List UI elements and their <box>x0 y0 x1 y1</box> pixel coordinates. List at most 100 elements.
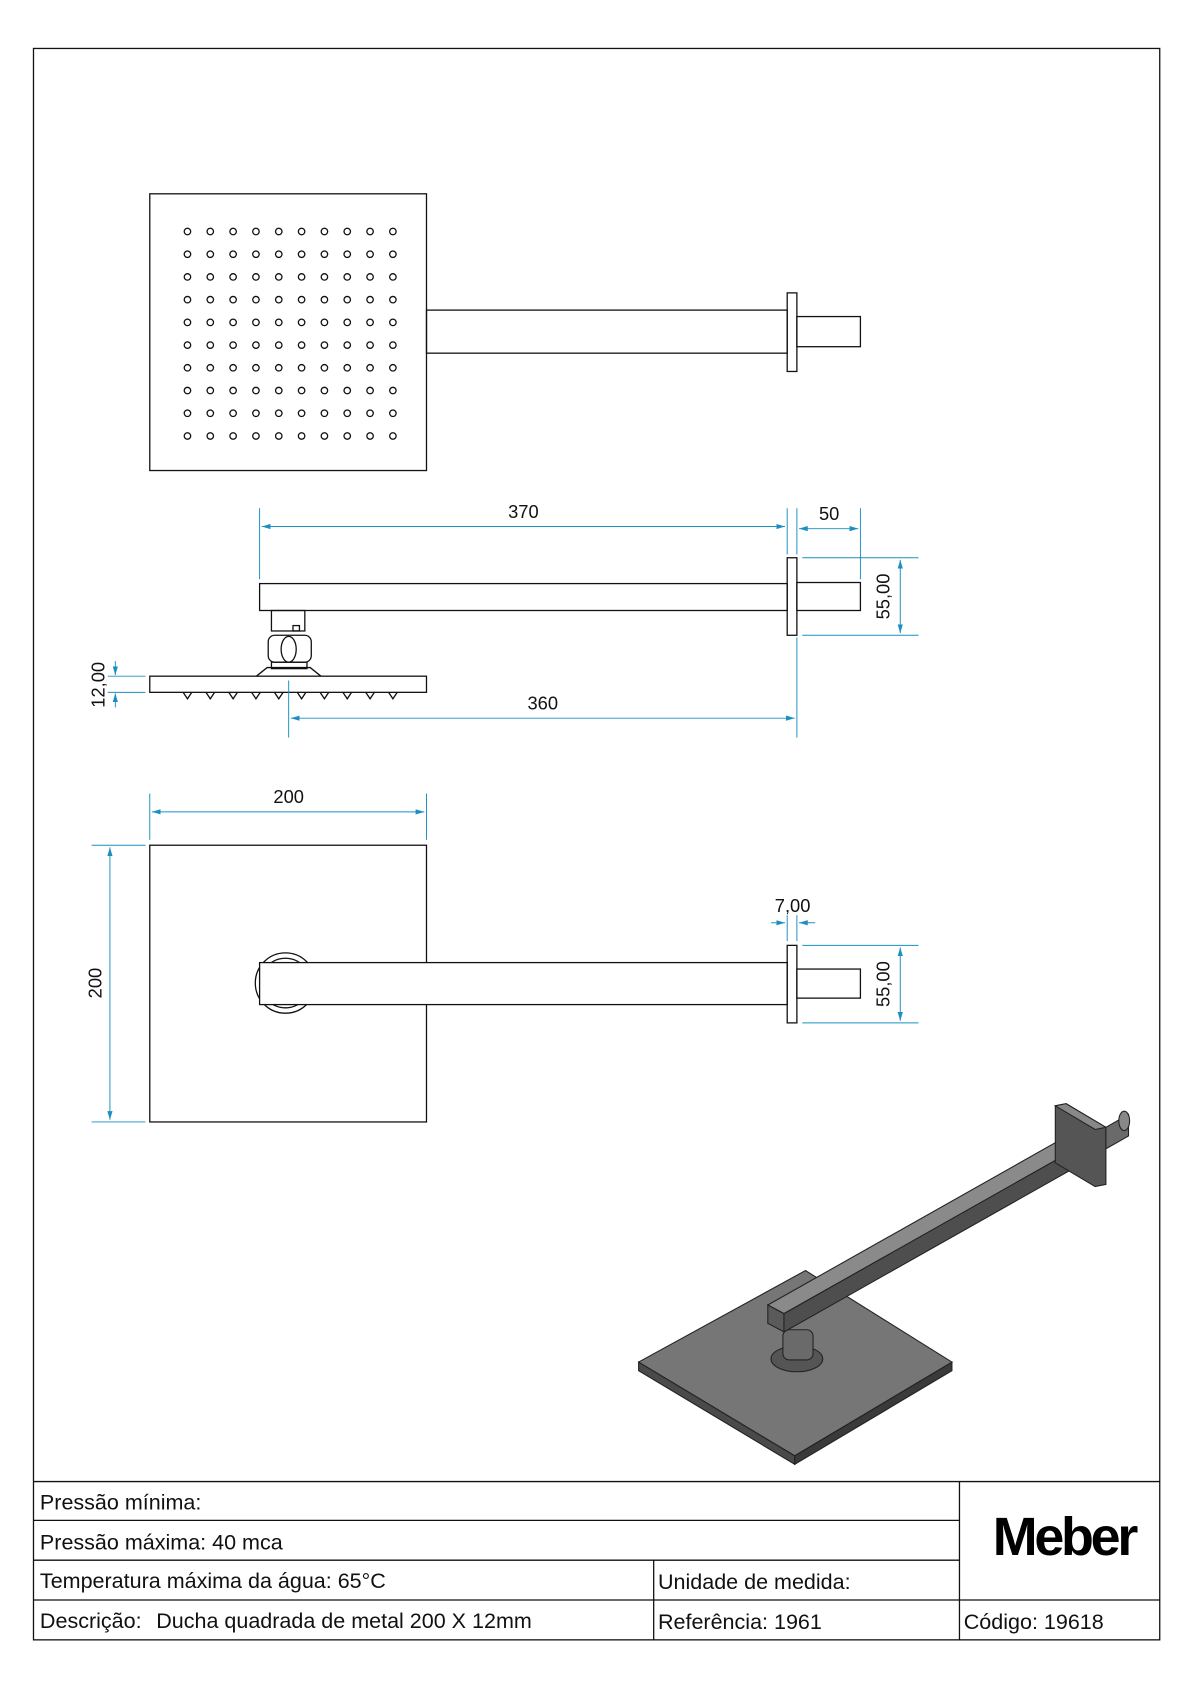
nozzle-dot <box>389 273 397 281</box>
nozzle-dot <box>343 273 352 281</box>
nozzle-dot <box>274 432 283 440</box>
nozzle-dot <box>274 295 283 304</box>
nozzle-dot <box>183 227 192 236</box>
dim-arm-length: 370 <box>508 501 539 522</box>
nozzle-dot <box>343 409 352 418</box>
nozzle-dot <box>389 341 397 349</box>
nozzle-dot <box>274 341 283 349</box>
nozzle-dot <box>183 432 192 440</box>
nozzle-tip <box>342 691 353 700</box>
nozzle-dot <box>366 432 374 440</box>
nozzle-dot <box>183 295 192 304</box>
nozzle-dot <box>320 363 329 372</box>
dim-flange-height-top: 55,00 <box>872 961 893 1007</box>
nozzle-dot <box>366 341 374 349</box>
nozzle-tip <box>205 691 216 700</box>
nozzle-dot <box>252 250 260 259</box>
nozzle-dot <box>343 432 352 440</box>
nozzle-dot <box>274 409 283 418</box>
front-view <box>149 844 862 1123</box>
nozzle-dot <box>206 409 215 418</box>
nozzle-tip <box>273 691 284 700</box>
nozzle-dot <box>343 318 352 327</box>
nozzle-dot <box>252 295 260 304</box>
dim-plate-height: 200 <box>84 968 105 999</box>
title-block: Pressão mínima: Pressão máxima: 40 mca T… <box>33 1480 1160 1640</box>
nozzle-dot <box>343 341 352 349</box>
nozzle-dot <box>366 273 374 281</box>
nozzle-dot <box>297 409 306 418</box>
nozzle-dot <box>366 227 374 236</box>
nozzle-dot <box>297 273 306 281</box>
nozzle-dot <box>206 250 215 259</box>
nozzle-dot <box>229 432 237 440</box>
nozzle-dot <box>297 318 306 327</box>
nozzle-dot <box>320 273 329 281</box>
dim-flange-height-side: 55,00 <box>872 574 893 620</box>
nozzle-dot <box>206 318 215 327</box>
nozzle-dot <box>297 432 306 440</box>
nozzle-tip <box>182 691 193 700</box>
dim-plate-thickness: 12,00 <box>88 662 109 708</box>
nozzle-dot <box>297 250 306 259</box>
nozzle-dot <box>320 318 329 327</box>
nozzle-dot <box>343 295 352 304</box>
nozzle-tip <box>251 691 261 700</box>
nozzle-dot <box>274 386 283 395</box>
dim-projection: 360 <box>528 693 559 714</box>
nozzle-dot <box>252 409 260 418</box>
nozzle-dot <box>183 386 192 395</box>
nozzle-dot <box>183 363 192 372</box>
nozzle-dot <box>320 409 329 418</box>
nozzle-dot <box>229 409 237 418</box>
nozzle-grid <box>183 227 397 440</box>
nozzle-dot <box>389 386 397 395</box>
max-temperature: Temperatura máxima da água: 65°C <box>40 1569 386 1593</box>
nozzle-dot <box>343 363 352 372</box>
description-value: Ducha quadrada de metal 200 X 12mm <box>156 1609 532 1633</box>
nozzle-dot <box>252 341 260 349</box>
side-dimensions: 370 50 55,00 12,00 360 <box>88 501 919 738</box>
nozzle-dot <box>183 318 192 327</box>
nozzle-dot <box>229 227 237 236</box>
nozzle-dot <box>320 432 329 440</box>
drawing-frame <box>32 47 1161 1641</box>
nozzle-dot <box>183 341 192 349</box>
nozzle-dot <box>389 250 397 259</box>
top-view <box>149 193 862 472</box>
description-label: Descrição: <box>40 1609 142 1633</box>
reference: Referência: 1961 <box>658 1610 822 1634</box>
nozzle-dot <box>274 363 283 372</box>
nozzle-dot <box>229 273 237 281</box>
min-pressure: Pressão mínima: <box>40 1491 201 1515</box>
nozzle-dot <box>183 409 192 418</box>
nozzle-dot <box>320 250 329 259</box>
nozzle-dot <box>366 409 374 418</box>
nozzle-dot <box>229 295 237 304</box>
nozzle-dot <box>366 295 374 304</box>
nozzle-dot <box>206 432 215 440</box>
nozzle-dot <box>274 318 283 327</box>
nozzle-dot <box>320 341 329 349</box>
nozzle-dot <box>229 386 237 395</box>
nozzle-dot <box>389 409 397 418</box>
nozzle-dot <box>183 273 192 281</box>
unit-of-measure: Unidade de medida: <box>658 1570 851 1594</box>
nozzle-tip <box>365 691 375 700</box>
nozzle-tip <box>388 691 398 700</box>
nozzle-dot <box>366 386 374 395</box>
nozzle-dot <box>297 227 306 236</box>
nozzle-dot <box>206 273 215 281</box>
nozzle-dot <box>252 273 260 281</box>
nozzle-dot <box>366 363 374 372</box>
nozzle-dot <box>274 273 283 281</box>
nozzle-dot <box>229 318 237 327</box>
meber-logo: Meber <box>993 1507 1139 1567</box>
nozzle-dot <box>206 341 215 349</box>
nozzle-dot <box>389 227 397 236</box>
nozzle-tip <box>228 691 238 700</box>
nozzle-dot <box>206 363 215 372</box>
nozzle-dot <box>274 250 283 259</box>
nozzle-dot <box>206 386 215 395</box>
